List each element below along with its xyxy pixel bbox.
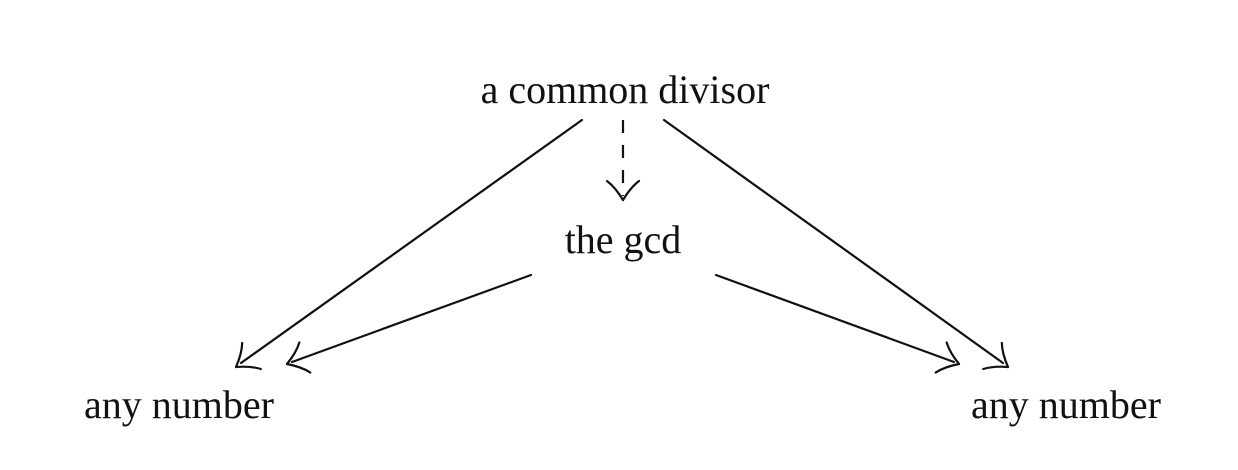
node-label-any-number-right: any number <box>971 382 1161 427</box>
node-label-common-divisor: a common divisor <box>480 67 770 112</box>
edge-common-divisor-to-right-line <box>662 118 1005 365</box>
node-label-the-gcd: the gcd <box>564 217 682 262</box>
node-label-any-number-left: any number <box>84 382 274 427</box>
edge-common-divisor-to-left-line <box>239 118 584 365</box>
edge-gcd-to-right-line <box>714 273 956 364</box>
edge-gcd-to-left-line <box>290 273 533 364</box>
edge-common-divisor-to-gcd-arrowhead <box>605 179 641 202</box>
